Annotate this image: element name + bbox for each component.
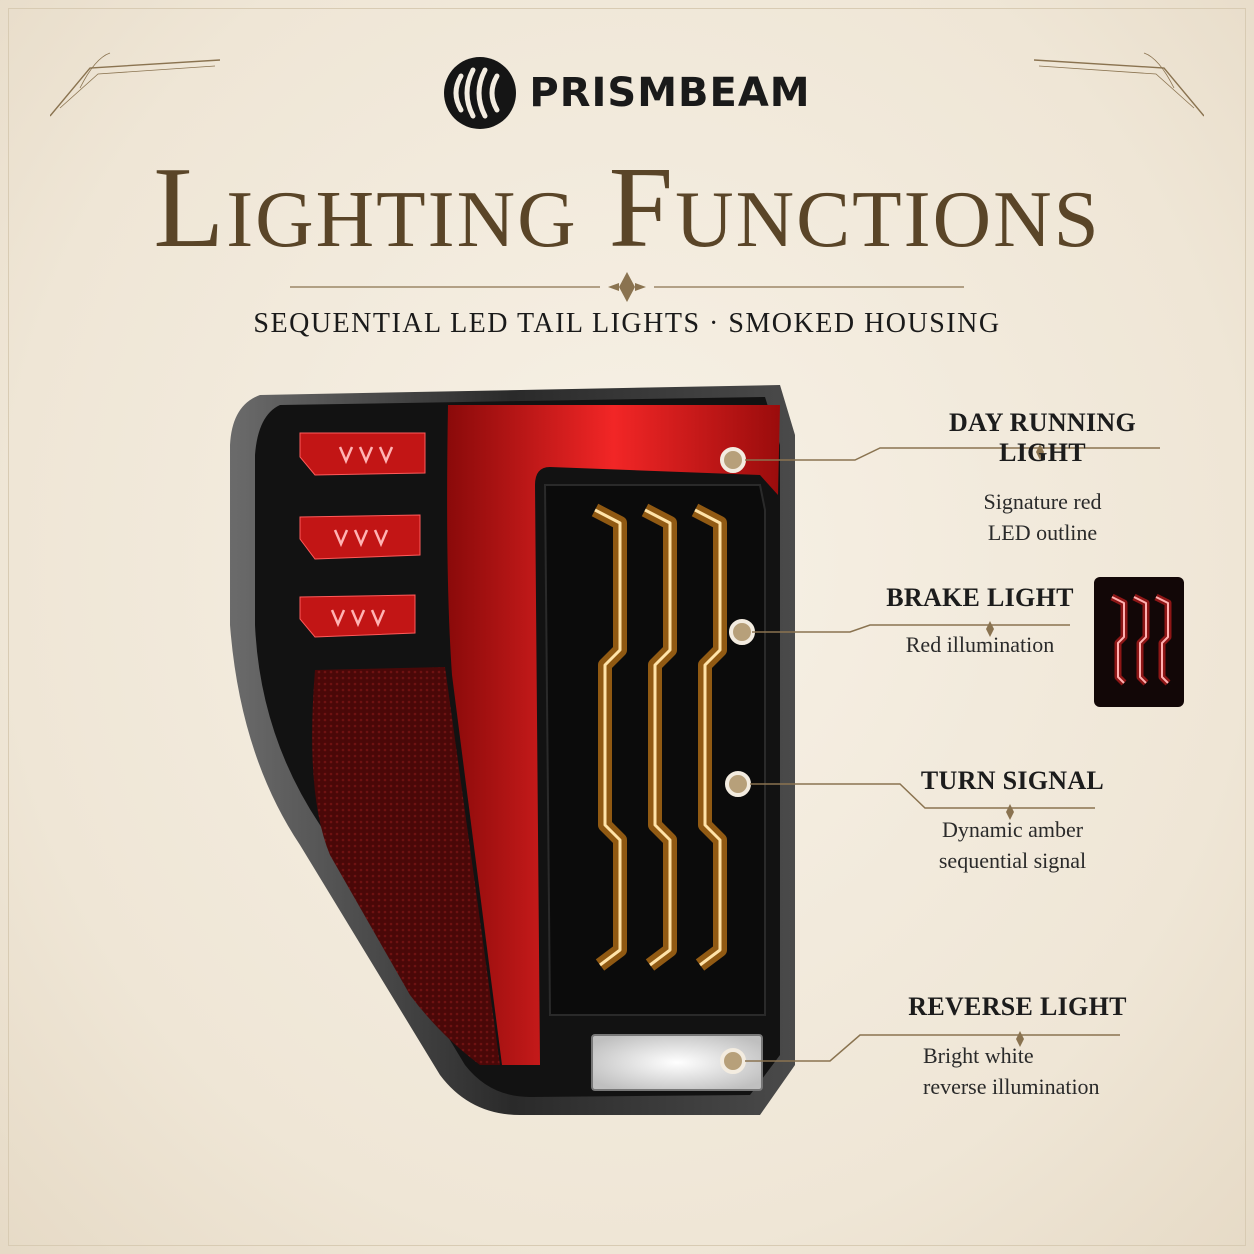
callout-desc-line: sequential signal <box>938 848 1087 873</box>
callout-desc-line: reverse illumination <box>923 1074 1100 1099</box>
drl-red-bar <box>447 405 780 1065</box>
reverse-light-lens <box>591 1034 763 1091</box>
callout-title: TURN SIGNAL <box>920 766 1105 795</box>
callout-day-running-light: DAY RUNNING LIGHT Signature red LED outl… <box>905 408 1180 548</box>
prismbeam-logo-icon <box>444 57 517 129</box>
title-divider-ornament <box>290 272 964 302</box>
upper-lens-3 <box>299 594 416 638</box>
corner-ornament-left-icon <box>50 52 220 117</box>
callout-title: BRAKE LIGHT <box>886 583 1074 612</box>
page-title: Lighting Functions <box>153 144 1101 272</box>
corner-ornament-right-icon <box>1034 52 1204 117</box>
amber-turn-strips <box>591 503 727 971</box>
page-subtitle: SEQUENTIAL LED TAIL LIGHTS · SMOKED HOUS… <box>253 308 1001 339</box>
callout-desc-line: LED outline <box>987 520 1098 545</box>
page-frame <box>8 8 1246 1246</box>
callout-reverse-light: REVERSE LIGHT Bright white reverse illum… <box>905 992 1130 1102</box>
callout-title: REVERSE LIGHT <box>908 992 1127 1021</box>
brake-light-inset-image <box>1094 577 1184 707</box>
callout-dot-drl <box>720 447 746 473</box>
reflector-panel <box>312 667 500 1065</box>
upper-lens-2 <box>299 514 421 560</box>
brand-name: PRISMBEAM <box>529 70 811 116</box>
callout-desc-line: Signature red <box>983 489 1102 514</box>
callout-desc-line: Red illumination <box>905 632 1055 657</box>
callout-title: DAY RUNNING LIGHT <box>948 408 1136 467</box>
callout-turn-signal: TURN SIGNAL Dynamic amber sequential sig… <box>900 766 1125 876</box>
callout-brake-light: BRAKE LIGHT Red illumination <box>880 583 1080 660</box>
brand-logo: PRISMBEAM <box>0 56 1254 130</box>
callout-desc-line: Dynamic amber <box>941 817 1084 842</box>
callout-dot-turn <box>725 771 751 797</box>
callout-desc-line: Bright white <box>923 1043 1034 1068</box>
tail-light-illustration <box>230 385 795 1115</box>
callout-dot-reverse <box>720 1048 746 1074</box>
